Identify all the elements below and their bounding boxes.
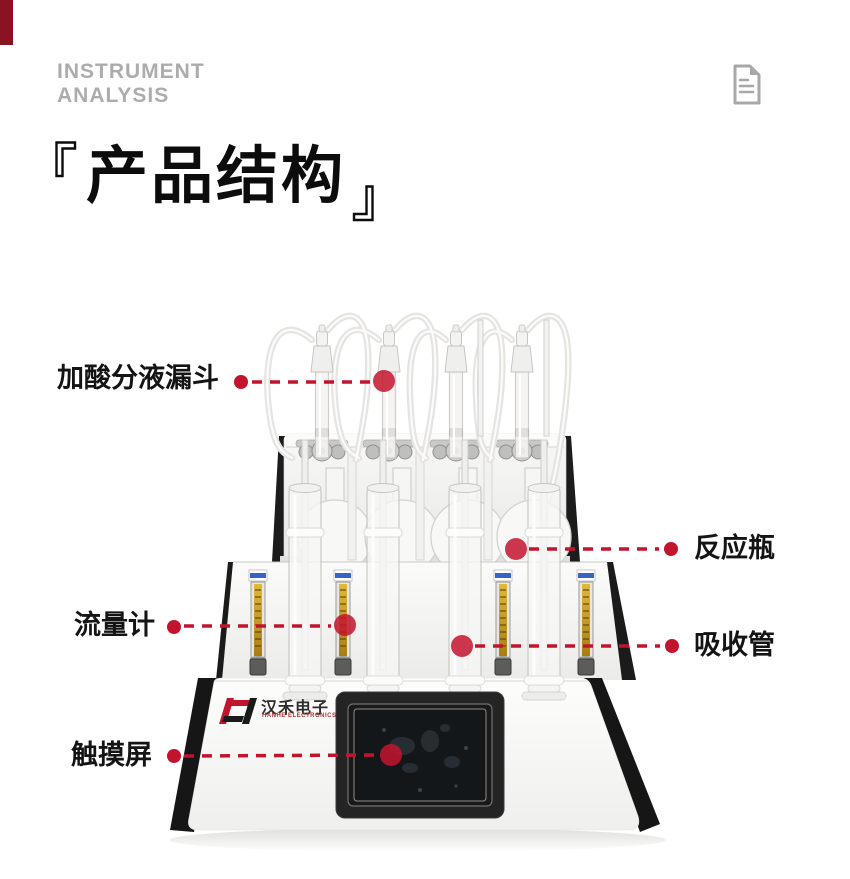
flow-meter-unit xyxy=(576,569,596,676)
title-bracket-open-icon xyxy=(55,141,77,178)
corner-accent-bar xyxy=(0,0,13,45)
brand-name-en: HANHE ELECTRONICS xyxy=(262,713,337,719)
ground-shadow xyxy=(170,828,666,852)
middle-deck xyxy=(216,561,636,680)
callout-line-reaction-bottle xyxy=(505,538,678,560)
callout-line-acid-funnel xyxy=(234,370,395,392)
acid-funnel xyxy=(444,324,468,459)
absorption-tube-unit xyxy=(285,439,325,684)
acid-funnels xyxy=(310,324,534,459)
eyebrow-text: INSTRUMENT ANALYSIS xyxy=(57,60,205,108)
absorption-tube-unit xyxy=(524,439,564,684)
acid-funnel xyxy=(510,324,534,459)
callout-line-flow-meter xyxy=(167,614,356,636)
flow-meter-unit xyxy=(493,569,513,676)
flow-meter-unit xyxy=(248,569,268,676)
eyebrow-line-2: ANALYSIS xyxy=(57,84,170,107)
callout-label-touch-screen: 触摸屏 xyxy=(71,740,152,770)
callout-line-absorption-tube xyxy=(451,635,679,657)
callout-line-touch-screen xyxy=(167,744,402,766)
callout-label-absorption-tube: 吸收管 xyxy=(694,630,775,660)
callout-label-flow-meter: 流量计 xyxy=(74,610,155,640)
tubing-loops xyxy=(264,312,572,504)
document-icon xyxy=(733,64,761,105)
brand-name-cn: 汉禾电子 xyxy=(261,700,330,717)
eyebrow-line-1: INSTRUMENT xyxy=(57,60,205,83)
title-bracket-close-icon xyxy=(352,185,374,222)
callout-label-acid-funnel: 加酸分液漏斗 xyxy=(57,363,219,393)
absorption-tube-unit xyxy=(363,439,403,684)
page-title: 产品结构 xyxy=(86,142,347,211)
callout-label-reaction-bottle: 反应瓶 xyxy=(694,533,775,563)
touch-screen-panel[interactable] xyxy=(335,691,505,819)
brand-logo-mark xyxy=(219,698,257,724)
acid-funnel xyxy=(310,324,334,459)
